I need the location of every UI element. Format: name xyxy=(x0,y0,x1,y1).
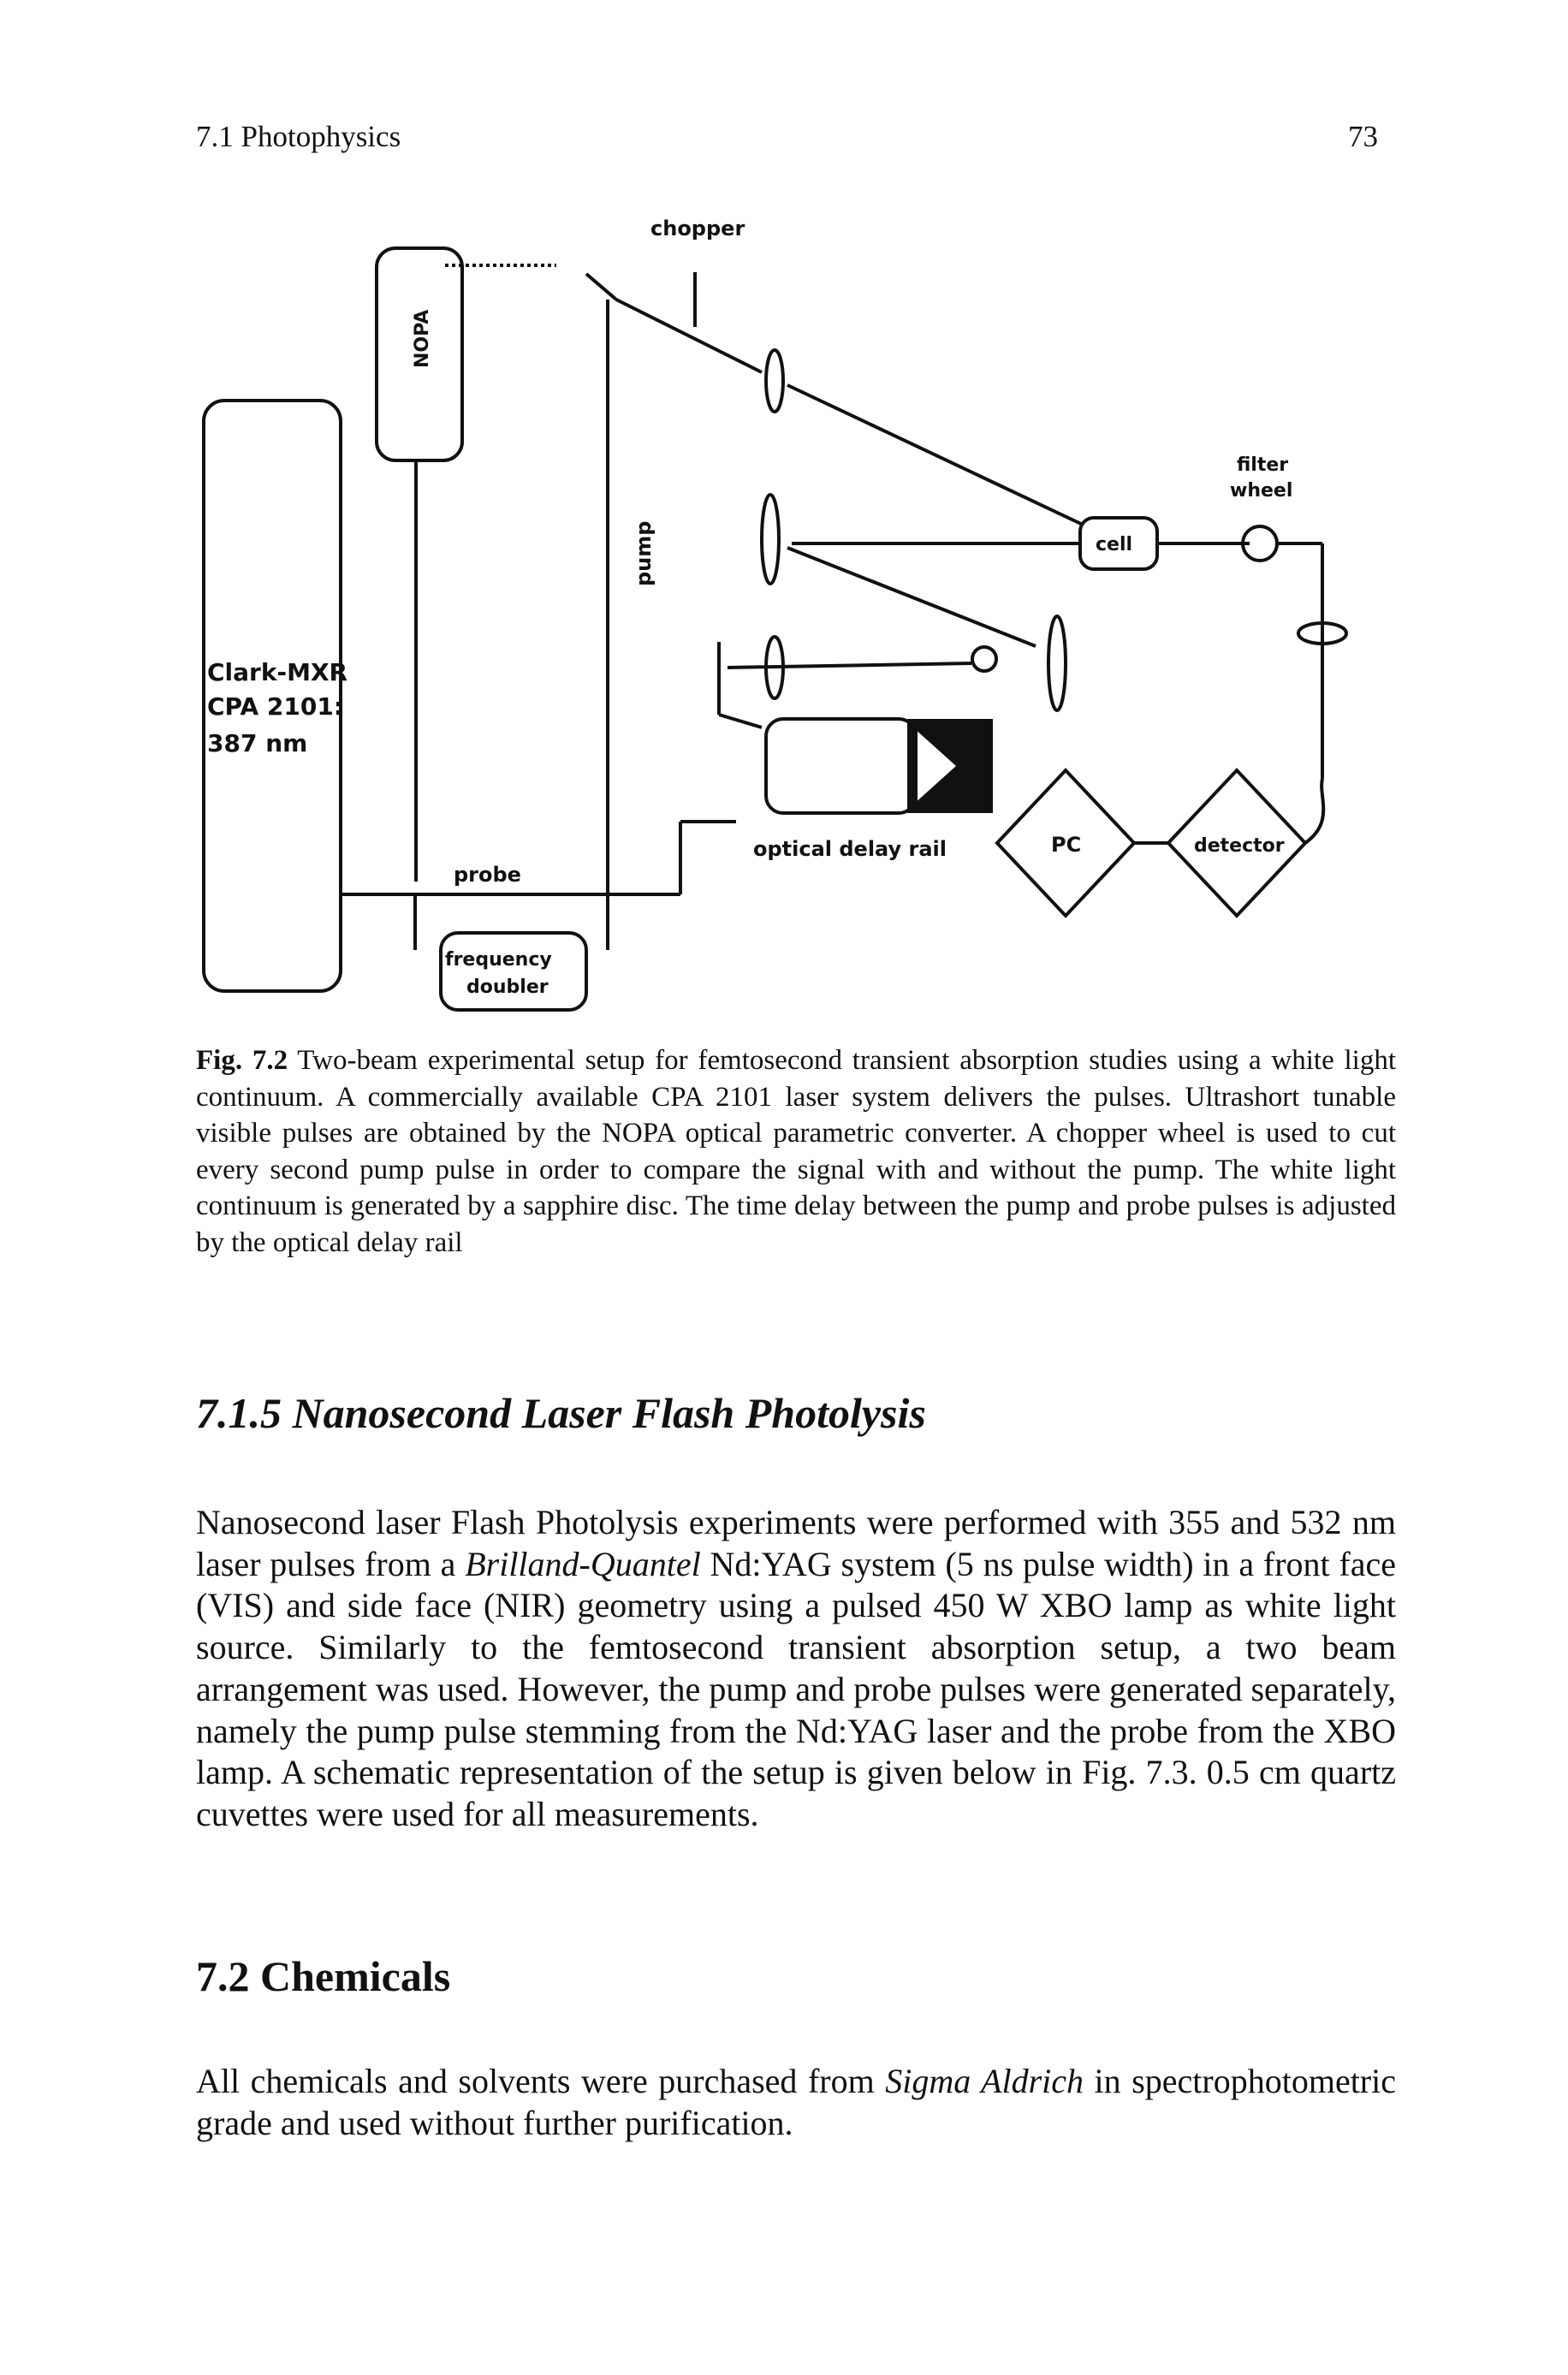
lens-1 xyxy=(764,348,785,413)
cell-label: cell xyxy=(1096,534,1132,555)
sapphire-disc xyxy=(971,645,998,673)
figure-caption-text: Two-beam experimental setup for femtosec… xyxy=(196,1045,1397,1258)
laser-box xyxy=(202,399,342,993)
detector-label: detector xyxy=(1194,835,1285,857)
probe-label: probe xyxy=(454,863,521,887)
figure-caption: Fig. 7.2 Two-beam experimental setup for… xyxy=(196,1042,1396,1261)
paragraph-text: Nd:YAG system (5 ns pulse width) in a fr… xyxy=(196,1544,1396,1833)
lens-4 xyxy=(1047,615,1067,712)
setup-diagram: chopper NOPA Clark-MXR CPA 2101: 387 nm … xyxy=(202,217,1348,1012)
nopa-label: NOPA xyxy=(412,310,433,368)
section-heading-7-2: 7.2 Chemicals xyxy=(196,1952,451,2000)
laser-label-line2: CPA 2101: xyxy=(207,692,343,721)
setup-diagram-figure: chopper NOPA Clark-MXR CPA 2101: 387 nm … xyxy=(171,197,1404,1018)
frequency-doubler-label-line1: frequency xyxy=(445,949,552,971)
running-head: 7.1 Photophysics xyxy=(196,120,401,153)
pc-diamond xyxy=(995,768,1137,918)
frequency-doubler-box xyxy=(439,931,588,1012)
detector-diamond xyxy=(1166,768,1308,918)
page-number: 73 xyxy=(1348,120,1378,153)
optical-delay-rail-label: optical delay rail xyxy=(753,837,947,861)
laser-label-line3: 387 nm xyxy=(207,729,307,757)
filter-wheel-label-line2: wheel xyxy=(1230,480,1292,502)
nopa-box xyxy=(375,246,464,462)
pc-label: PC xyxy=(1051,833,1081,857)
paragraph-text: in spectrophotometric grade and used wit… xyxy=(196,2062,1396,2142)
pump-label: pump xyxy=(632,521,656,586)
section-7-1-5-paragraph: Nanosecond laser Flash Photolysis experi… xyxy=(196,1502,1396,1836)
laser-label-line1: Clark-MXR xyxy=(207,658,347,686)
paragraph-text: All chemicals and solvents were purchase… xyxy=(196,2062,886,2100)
section-7-2-paragraph: All chemicals and solvents were purchase… xyxy=(196,2061,1396,2144)
paragraph-text: Nanosecond laser Flash Photolysis experi… xyxy=(196,1503,1396,1583)
filter-wheel-label-line1: filter xyxy=(1237,454,1288,476)
company-name-italic: Brilland-Quantel xyxy=(465,1544,701,1583)
supplier-name-italic: Sigma Aldrich xyxy=(885,2062,1084,2100)
section-heading-7-1-5: 7.1.5 Nanosecond Laser Flash Photolysis xyxy=(196,1389,926,1437)
lens-2 xyxy=(760,493,781,585)
chopper-label: chopper xyxy=(650,217,745,240)
delay-rail-prism xyxy=(764,717,993,815)
figure-caption-label: Fig. 7.2 xyxy=(196,1045,288,1076)
frequency-doubler-label-line2: doubler xyxy=(466,977,549,998)
